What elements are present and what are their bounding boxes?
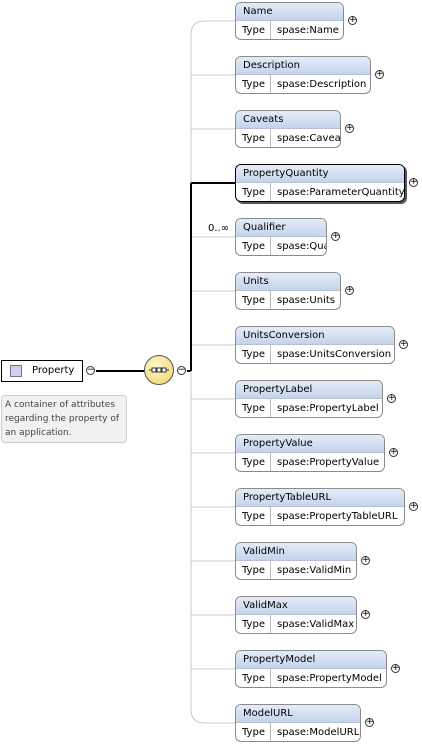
- expand-toggle[interactable]: +: [348, 15, 357, 25]
- type-label: Type: [236, 399, 271, 417]
- root-element-property[interactable]: Property: [1, 360, 83, 382]
- type-value: spase:PropertyModel: [277, 673, 382, 684]
- type-label: Type: [236, 507, 271, 525]
- expand-toggle[interactable]: +: [361, 555, 370, 565]
- type-label: Type: [236, 723, 271, 741]
- type-label: Type: [236, 237, 271, 255]
- element-name: ModelURL: [236, 705, 360, 723]
- element-name: PropertyValue: [236, 435, 384, 453]
- type-value: spase:Units: [277, 295, 335, 306]
- expand-toggle[interactable]: +: [365, 717, 374, 727]
- element-name: UnitsConversion: [236, 327, 394, 345]
- expand-toggle[interactable]: +: [391, 663, 400, 673]
- expand-toggle[interactable]: +: [387, 393, 396, 403]
- type-label: Type: [236, 345, 271, 363]
- root-collapse-toggle[interactable]: −: [86, 365, 95, 375]
- multiplicity-label: 0..∞: [208, 223, 230, 234]
- element-name: ValidMax: [236, 597, 356, 615]
- element-name: Caveats: [236, 111, 340, 129]
- expand-toggle[interactable]: +: [331, 231, 340, 241]
- annotation-line: an application.: [5, 428, 72, 438]
- expand-toggle[interactable]: +: [345, 285, 354, 295]
- type-label: Type: [236, 561, 271, 579]
- element-name: PropertyQuantity: [236, 165, 404, 183]
- element-name: Name: [236, 3, 343, 21]
- type-value: spase:PropertyLabel: [277, 403, 379, 414]
- type-label: Type: [236, 291, 271, 309]
- type-label: Type: [236, 615, 271, 633]
- type-value: spase:Caveats: [277, 133, 341, 144]
- element-name: PropertyModel: [236, 651, 386, 669]
- type-value: spase:UnitsConversion: [277, 349, 392, 360]
- type-label: Type: [236, 669, 271, 687]
- annotation-line: regarding the property of: [5, 414, 119, 424]
- type-value: spase:ParameterQuantity: [277, 187, 405, 198]
- expand-toggle[interactable]: +: [409, 177, 418, 187]
- expand-toggle[interactable]: +: [345, 123, 354, 133]
- type-value: spase:Qualifier: [277, 241, 326, 252]
- expand-toggle[interactable]: +: [361, 609, 370, 619]
- root-element-label: Property: [32, 365, 75, 376]
- expand-toggle[interactable]: +: [375, 69, 384, 79]
- type-label: Type: [236, 183, 271, 201]
- expand-toggle[interactable]: +: [389, 447, 398, 457]
- type-value: spase:ValidMin: [277, 565, 352, 576]
- element-name: PropertyTableURL: [236, 489, 404, 507]
- type-value: spase:ValidMax: [277, 619, 355, 630]
- type-label: Type: [236, 21, 271, 39]
- trunk-line: [190, 20, 206, 724]
- expand-toggle[interactable]: +: [409, 501, 418, 511]
- element-icon: [10, 365, 22, 377]
- sequence-compositor-icon[interactable]: [144, 355, 174, 385]
- element-name: ValidMin: [236, 543, 356, 561]
- element-name: Units: [236, 273, 340, 291]
- type-value: spase:PropertyValue: [277, 457, 380, 468]
- type-value: spase:Description: [277, 79, 367, 90]
- type-value: spase:Name: [277, 25, 339, 36]
- type-value: spase:PropertyTableURL: [277, 511, 398, 522]
- expand-toggle[interactable]: +: [399, 339, 408, 349]
- type-label: Type: [236, 453, 271, 471]
- element-name: PropertyLabel: [236, 381, 382, 399]
- sequence-collapse-toggle[interactable]: −: [177, 365, 186, 375]
- annotation-note: A container of attributes regarding the …: [1, 395, 127, 443]
- type-label: Type: [236, 129, 271, 147]
- element-name: Qualifier: [236, 219, 326, 237]
- type-value: spase:ModelURL: [277, 727, 360, 738]
- element-name: Description: [236, 57, 370, 75]
- type-label: Type: [236, 75, 271, 93]
- annotation-line: A container of attributes: [5, 400, 116, 410]
